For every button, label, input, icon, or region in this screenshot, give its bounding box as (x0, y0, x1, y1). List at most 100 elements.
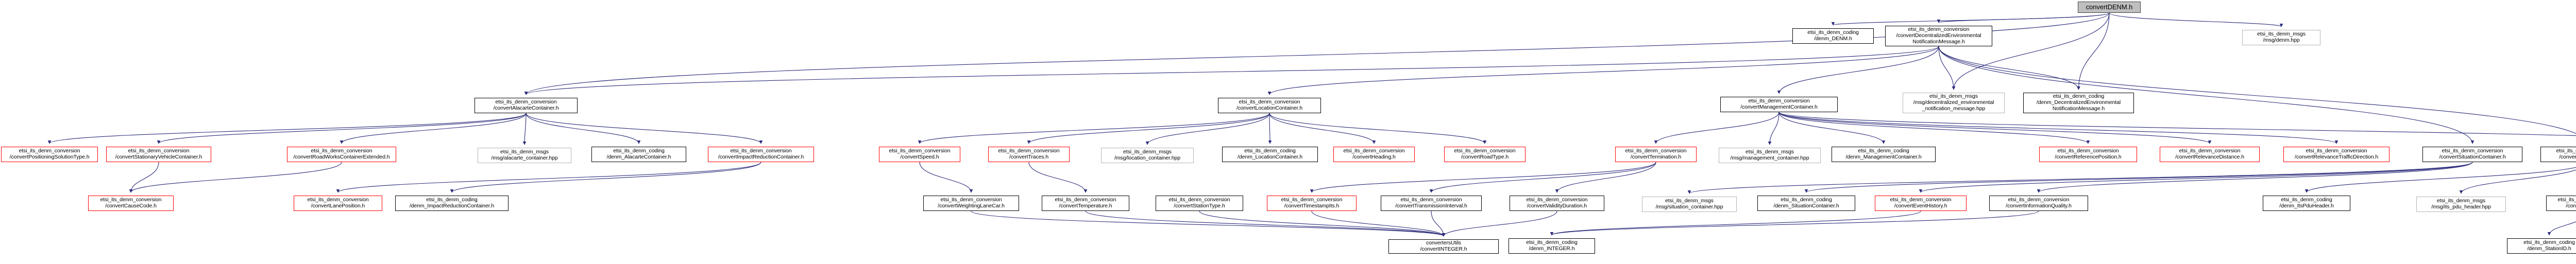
graph-node-n18[interactable]: etsi_its_denm_coding/denm_LocationContai… (1222, 147, 1318, 162)
graph-edge (1267, 46, 1939, 95)
graph-node-n2[interactable]: etsi_its_denm_conversion/convertDecentra… (1885, 26, 1992, 46)
graph-node-label: etsi_its_denm_conversion/convertStationT… (1168, 197, 1230, 209)
graph-node-n26[interactable]: etsi_its_denm_conversion/convertRelevanc… (2283, 147, 2389, 162)
graph-node-n47[interactable]: etsi_its_denm_coding/denm_INTEGER.h (1509, 238, 1595, 254)
graph-node-n22[interactable]: etsi_its_denm_msgs/msg/management_contai… (1719, 148, 1821, 163)
graph-node-n38[interactable]: etsi_its_denm_conversion/convertValidity… (1510, 196, 1604, 211)
graph-node-n17[interactable]: etsi_its_denm_msgs/msg/location_containe… (1101, 148, 1194, 163)
graph-node-n36[interactable]: etsi_its_denm_conversion/convertTimestam… (1267, 196, 1357, 211)
graph-edge (1777, 46, 1939, 94)
graph-node-n39[interactable]: etsi_its_denm_msgs/msg/situation_contain… (1642, 197, 1737, 212)
graph-node-label: etsi_its_denm_conversion/convertWeightin… (938, 197, 1005, 209)
graph-node-n19[interactable]: etsi_its_denm_conversion/convertHeading.… (1333, 147, 1415, 162)
graph-node-n3[interactable]: etsi_its_denm_msgs/msg/denm.hpp (2242, 30, 2320, 45)
graph-node-n20[interactable]: etsi_its_denm_conversion/convertRoadType… (1444, 147, 1526, 162)
graph-node-n8[interactable]: etsi_its_denm_coding/denm_DecentralizedE… (2023, 93, 2134, 113)
graph-node-n7[interactable]: etsi_its_denm_msgs/msg/decentralized_env… (1903, 93, 2005, 113)
graph-edge (1145, 113, 1270, 145)
graph-node-label: etsi_its_denm_msgs/msg/denm.hpp (2257, 31, 2306, 43)
graph-node-n37[interactable]: etsi_its_denm_conversion/convertTransmis… (1381, 196, 1482, 211)
graph-edge (1938, 46, 2080, 90)
graph-node-n31[interactable]: etsi_its_denm_conversion/convertLanePosi… (294, 196, 382, 211)
graph-edge (1778, 112, 2212, 144)
graph-edge (2547, 221, 2576, 236)
graph-edge (1778, 112, 2576, 136)
graph-node-n35[interactable]: etsi_its_denm_conversion/convertStationT… (1156, 196, 1243, 211)
graph-node-label: etsi_its_denm_conversion/convertSituatio… (2439, 148, 2506, 160)
graph-edge (1269, 113, 1487, 144)
graph-node-n32[interactable]: etsi_its_denm_coding/denm_ImpactReductio… (395, 196, 509, 211)
graph-edge (918, 113, 1270, 144)
graph-node-n41[interactable]: etsi_its_denm_conversion/convertEventHis… (1875, 196, 1967, 211)
graph-node-n43[interactable]: etsi_its_denm_coding/denm_ItsPduHeader.h (2263, 196, 2350, 211)
graph-node-n28[interactable]: etsi_its_denm_conversion/convertItsPduHe… (2540, 147, 2576, 162)
graph-node-label: etsi_its_denm_conversion/convertTemperat… (1055, 197, 1116, 209)
graph-node-label: etsi_its_denm_conversion/convertRelevanc… (2294, 148, 2379, 160)
graph-node-n23[interactable]: etsi_its_denm_coding/denm_ManagementCont… (1832, 147, 1936, 162)
graph-edge (1778, 112, 1886, 144)
graph-node-label: convertersUtils/convertINTEGER.h (1420, 240, 1467, 252)
graph-edge (526, 113, 641, 144)
graph-edge (1654, 112, 1780, 144)
graph-node-n27[interactable]: etsi_its_denm_conversion/convertSituatio… (2422, 147, 2522, 162)
graph-edge (522, 113, 527, 145)
graph-node-n40[interactable]: etsi_its_denm_coding/denm_SituationConta… (1757, 196, 1855, 211)
graph-edge (524, 12, 2110, 95)
graph-node-label: etsi_its_denm_conversion/convertRelevanc… (2175, 148, 2244, 160)
graph-node-label: etsi_its_denm_conversion/convertHeading.… (1343, 148, 1405, 160)
graph-edge (1550, 210, 1921, 236)
graph-node-label: etsi_its_denm_conversion/convertTimestam… (1281, 197, 1343, 209)
graph-node-n34[interactable]: etsi_its_denm_conversion/convertTemperat… (1042, 196, 1129, 211)
graph-edge (1429, 162, 1656, 193)
graph-edge (1938, 46, 2576, 134)
graph-node-n13[interactable]: etsi_its_denm_coding/denm_AlacarteContai… (591, 147, 686, 162)
graph-node-n42[interactable]: etsi_its_denm_conversion/convertInformat… (1989, 196, 2088, 211)
graph-node-label: etsi_its_denm_conversion/convertRoadWork… (293, 148, 390, 160)
graph-node-n48[interactable]: etsi_its_denm_coding/denm_StationID.h (2507, 238, 2576, 254)
graph-node-n14[interactable]: etsi_its_denm_conversion/convertImpactRe… (708, 147, 814, 162)
graph-node-n6[interactable]: etsi_its_denm_conversion/convertManageme… (1720, 97, 1838, 112)
graph-node-n9[interactable]: etsi_its_denm_conversion/convertPosition… (1, 147, 98, 162)
graph-node-n46[interactable]: convertersUtils/convertINTEGER.h (1388, 239, 1499, 254)
graph-node-label: etsi_its_denm_conversion/convertReferenc… (2055, 148, 2122, 160)
graph-node-label: etsi_its_denm_conversion/convertRoadType… (1454, 148, 1516, 160)
graph-edge (524, 46, 1939, 95)
graph-node-label: etsi_its_denm_msgs/msg/alacarte_containe… (491, 149, 558, 161)
graph-edge (336, 162, 761, 193)
graph-node-n16[interactable]: etsi_its_denm_conversion/convertTraces.h (988, 147, 1070, 162)
graph-node-label: etsi_its_denm_conversion/convertSpeed.h (889, 148, 951, 160)
graph-node-label: etsi_its_denm_msgs/msg/decentralized_env… (1913, 93, 1994, 112)
graph-node-n24[interactable]: etsi_its_denm_conversion/convertReferenc… (2039, 147, 2137, 162)
graph-node-n0[interactable]: convertDENM.h (2078, 2, 2141, 13)
graph-node-label: etsi_its_denm_conversion/convertPosition… (9, 148, 90, 160)
graph-node-n15[interactable]: etsi_its_denm_conversion/convertSpeed.h (879, 147, 960, 162)
graph-node-n12[interactable]: etsi_its_denm_msgs/msg/alacarte_containe… (478, 148, 571, 163)
graph-node-n44[interactable]: etsi_its_denm_msgs/msg/its_pdu_header.hp… (2416, 197, 2506, 212)
graph-node-n10[interactable]: etsi_its_denm_conversion/convertStationa… (106, 147, 211, 162)
graph-node-label: etsi_its_denm_conversion/convertCauseCod… (100, 197, 162, 209)
graph-node-n25[interactable]: etsi_its_denm_conversion/convertRelevanc… (2160, 147, 2260, 162)
graph-node-label: etsi_its_denm_coding/denm_StationID.h (2523, 239, 2575, 252)
graph-node-n30[interactable]: etsi_its_denm_conversion/convertCauseCod… (88, 196, 174, 211)
graph-node-label: etsi_its_denm_coding/denm_DecentralizedE… (2036, 93, 2121, 112)
graph-edge (1199, 210, 1446, 237)
graph-edge (1919, 162, 2473, 193)
graph-node-label: etsi_its_denm_msgs/msg/its_pdu_header.hp… (2431, 198, 2491, 210)
graph-node-n21[interactable]: etsi_its_denm_conversion/convertTerminat… (1615, 147, 1697, 162)
graph-node-label: etsi_its_denm_conversion/convertLanePosi… (307, 197, 369, 209)
graph-node-label: etsi_its_denm_conversion/convertEventHis… (1890, 197, 1952, 209)
graph-node-label: etsi_its_denm_coding/denm_LocationContai… (1238, 148, 1302, 160)
graph-node-n1[interactable]: etsi_its_denm_coding/denm_DENM.h (1792, 28, 1874, 44)
graph-edge (1555, 162, 1656, 193)
graph-node-label: etsi_its_denm_conversion/convertValidity… (1526, 197, 1588, 209)
graph-node-label: etsi_its_denm_coding/denm_DENM.h (1807, 29, 1859, 42)
graph-node-n5[interactable]: etsi_its_denm_conversion/convertLocation… (1218, 98, 1321, 113)
graph-edge (2109, 12, 2283, 27)
graph-node-n4[interactable]: etsi_its_denm_conversion/convertAlacarte… (474, 98, 578, 113)
graph-node-label: etsi_its_denm_conversion/convertInformat… (2006, 197, 2072, 209)
graph-node-n45[interactable]: etsi_its_denm_conversion/convertStationI… (2546, 196, 2576, 211)
graph-node-n11[interactable]: etsi_its_denm_conversion/convertRoadWork… (287, 147, 396, 162)
graph-node-n33[interactable]: etsi_its_denm_conversion/convertWeightin… (923, 196, 1019, 211)
